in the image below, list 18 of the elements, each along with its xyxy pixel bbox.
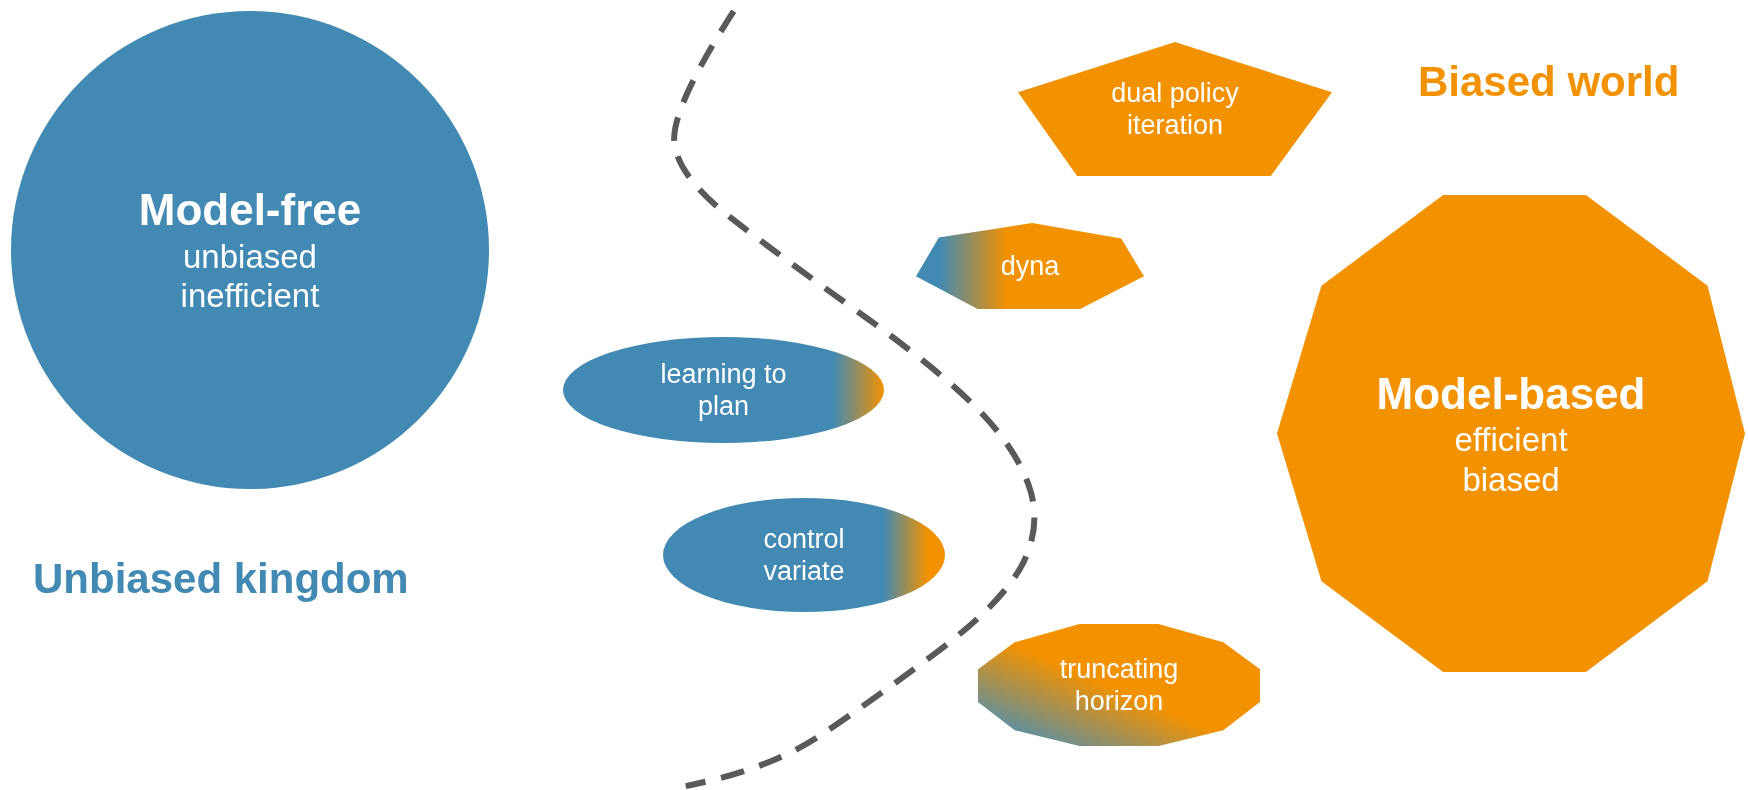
polygon-node bbox=[978, 624, 1260, 746]
node-heading: Model-free bbox=[138, 184, 362, 236]
node-label: truncating horizon bbox=[1058, 652, 1180, 718]
polygon-node bbox=[1018, 42, 1332, 176]
region-label: Biased world bbox=[1418, 58, 1680, 106]
ellipse-node bbox=[663, 498, 945, 612]
node-heading: Model-based bbox=[1376, 367, 1646, 420]
node-label: efficient biased bbox=[1453, 420, 1569, 500]
node-label: control variate bbox=[762, 522, 846, 588]
ellipse-node bbox=[563, 337, 884, 443]
region-label: Unbiased kingdom bbox=[33, 555, 409, 603]
circle-node bbox=[11, 11, 489, 489]
node-label: learning to plan bbox=[659, 357, 788, 423]
polygon-node bbox=[1277, 195, 1745, 672]
node-label: dyna bbox=[1000, 249, 1060, 283]
node-label: dual policy iteration bbox=[1110, 76, 1240, 142]
polygon-node bbox=[916, 223, 1144, 309]
node-label: unbiased inefficient bbox=[179, 236, 321, 316]
